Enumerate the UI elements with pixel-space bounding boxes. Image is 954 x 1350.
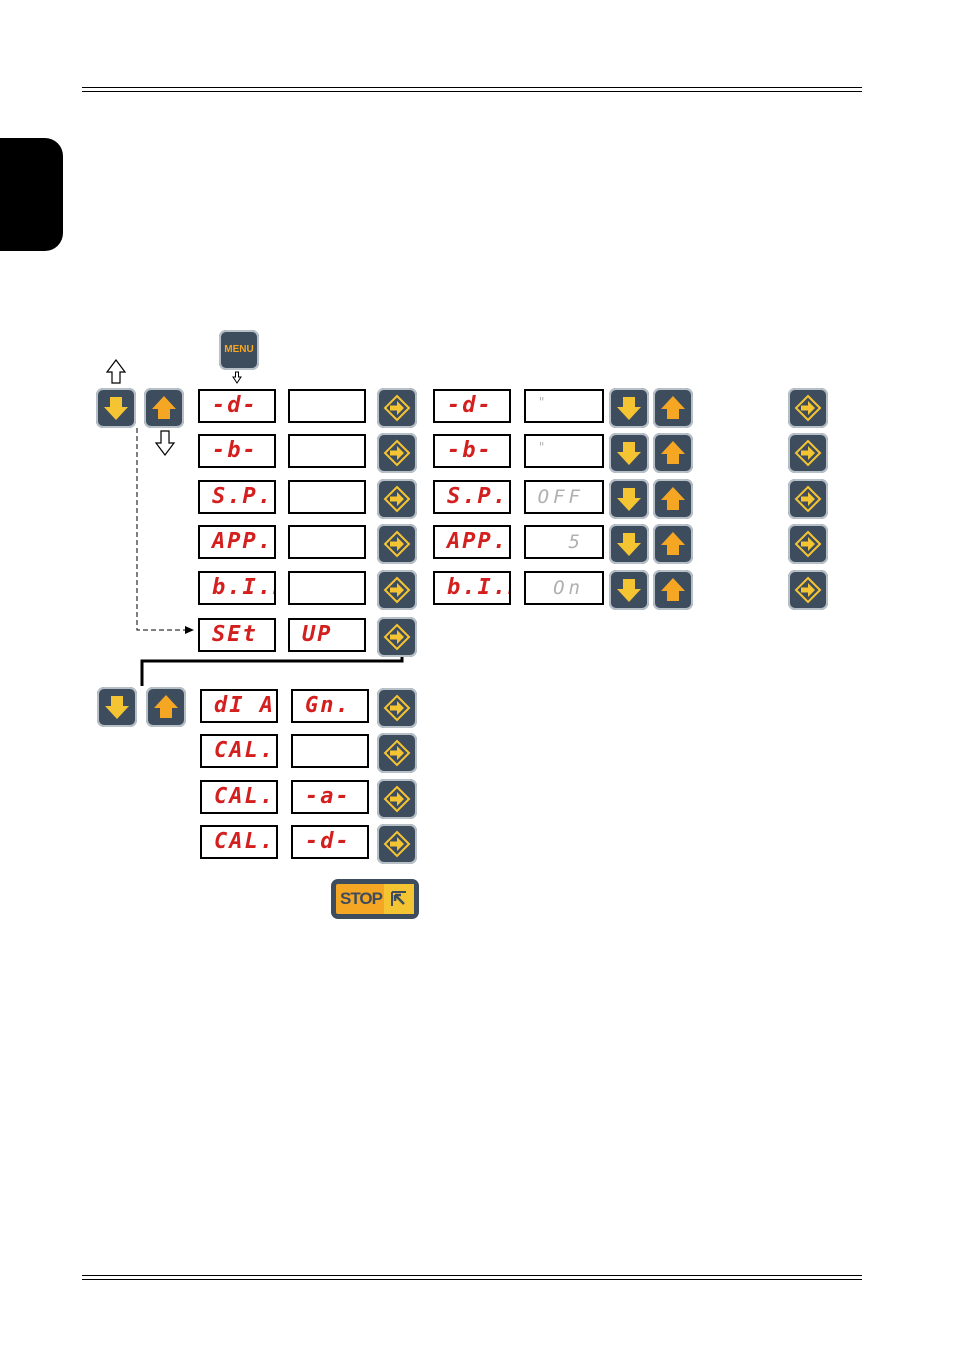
setup-code-cal-1: CAL. bbox=[200, 734, 278, 768]
enter-button-menu-d[interactable] bbox=[377, 388, 417, 428]
setting-value-b: " bbox=[524, 434, 604, 468]
down-arrow-icon bbox=[617, 488, 641, 511]
setup-enter-button-dia[interactable] bbox=[377, 688, 417, 728]
setup-code-cal-3: CAL. bbox=[200, 825, 278, 859]
chapter-tab bbox=[0, 138, 63, 251]
setting-app-down-button[interactable] bbox=[609, 524, 649, 564]
up-arrow-icon bbox=[661, 578, 685, 601]
exit-icon bbox=[384, 884, 414, 914]
setting-bip-up-button[interactable] bbox=[653, 570, 693, 610]
down-arrow-icon bbox=[617, 442, 641, 465]
setting-d-down-button[interactable] bbox=[609, 388, 649, 428]
menu-button[interactable]: MENU bbox=[219, 330, 259, 370]
dashed-path bbox=[137, 428, 186, 630]
setup-connector bbox=[142, 653, 402, 686]
setting-value-bip: On bbox=[524, 571, 604, 605]
setting-d-up-button[interactable] bbox=[653, 388, 693, 428]
enter-button-setup[interactable] bbox=[377, 617, 417, 657]
setup-enter-button-cal-3[interactable] bbox=[377, 824, 417, 864]
hollow-down-arrow-icon bbox=[156, 431, 174, 455]
stop-button-face: STOP bbox=[336, 884, 414, 914]
header-rule-top bbox=[82, 87, 862, 88]
setting-sp-enter-button[interactable] bbox=[788, 479, 828, 519]
up-arrow-icon bbox=[661, 441, 685, 464]
enter-button-menu-sp[interactable] bbox=[377, 479, 417, 519]
setting-value-sp: OFF bbox=[524, 480, 604, 514]
setup-up-button[interactable] bbox=[146, 687, 186, 727]
down-arrow-icon bbox=[617, 397, 641, 420]
setting-code-d: -d- bbox=[433, 389, 511, 423]
setting-code-b: -b- bbox=[433, 434, 511, 468]
menu-down-arrow-icon bbox=[233, 372, 241, 383]
enter-button-menu-bip[interactable] bbox=[377, 570, 417, 610]
setting-code-app: APP. bbox=[433, 525, 511, 559]
down-arrow-icon bbox=[104, 397, 128, 420]
up-arrow-icon bbox=[661, 487, 685, 510]
setting-b-down-button[interactable] bbox=[609, 433, 649, 473]
setup-value-cal-2: -a- bbox=[291, 780, 369, 814]
down-button[interactable] bbox=[96, 388, 136, 428]
down-arrow-icon bbox=[617, 579, 641, 602]
setup-code-cal-2: CAL. bbox=[200, 780, 278, 814]
menu-code-sp: S.P. bbox=[198, 480, 276, 514]
up-button[interactable] bbox=[144, 388, 184, 428]
setup-down-button[interactable] bbox=[97, 687, 137, 727]
setup-enter-button-cal-1[interactable] bbox=[377, 733, 417, 773]
setting-value-d: " bbox=[524, 389, 604, 423]
header-rule-bottom bbox=[82, 91, 862, 92]
setup-value-dia: Gn. bbox=[291, 689, 369, 723]
stop-button[interactable]: STOP bbox=[331, 879, 419, 919]
footer-rule-bottom bbox=[82, 1279, 862, 1280]
menu-value-d bbox=[288, 389, 366, 423]
menu-code-setup: SEt bbox=[198, 618, 276, 652]
dashed-arrowhead-icon bbox=[185, 626, 194, 634]
menu-code-b: -b- bbox=[198, 434, 276, 468]
up-arrow-icon bbox=[154, 695, 178, 718]
setting-value-app: 5 bbox=[524, 525, 604, 559]
up-arrow-icon bbox=[661, 396, 685, 419]
menu-code-d: -d- bbox=[198, 389, 276, 423]
menu-button-label: MENU bbox=[224, 344, 253, 355]
menu-value-bip bbox=[288, 571, 366, 605]
menu-value-setup: UP bbox=[288, 618, 366, 652]
down-arrow-icon bbox=[105, 696, 129, 719]
setting-app-enter-button[interactable] bbox=[788, 524, 828, 564]
menu-value-b bbox=[288, 434, 366, 468]
setting-app-up-button[interactable] bbox=[653, 524, 693, 564]
setting-bip-down-button[interactable] bbox=[609, 570, 649, 610]
up-arrow-icon bbox=[152, 396, 176, 419]
menu-value-sp bbox=[288, 480, 366, 514]
hollow-up-arrow-icon bbox=[107, 360, 125, 383]
footer-rule-top bbox=[82, 1275, 862, 1276]
setup-value-cal-1 bbox=[291, 734, 369, 768]
setting-code-sp: S.P. bbox=[433, 480, 511, 514]
setup-value-cal-3: -d- bbox=[291, 825, 369, 859]
setting-sp-up-button[interactable] bbox=[653, 479, 693, 519]
setting-bip-enter-button[interactable] bbox=[788, 570, 828, 610]
setting-sp-down-button[interactable] bbox=[609, 479, 649, 519]
menu-code-app: APP. bbox=[198, 525, 276, 559]
menu-value-app bbox=[288, 525, 366, 559]
down-arrow-icon bbox=[617, 533, 641, 556]
menu-code-bip: b.I.P. bbox=[198, 571, 276, 605]
stop-button-label: STOP bbox=[338, 884, 384, 914]
setting-code-bip: b.I.P. bbox=[433, 571, 511, 605]
enter-button-menu-app[interactable] bbox=[377, 524, 417, 564]
setup-enter-button-cal-2[interactable] bbox=[377, 779, 417, 819]
setting-b-enter-button[interactable] bbox=[788, 433, 828, 473]
setting-b-up-button[interactable] bbox=[653, 433, 693, 473]
setup-code-dia: dI A bbox=[200, 689, 278, 723]
enter-button-menu-b[interactable] bbox=[377, 433, 417, 473]
setting-d-enter-button[interactable] bbox=[788, 388, 828, 428]
up-arrow-icon bbox=[661, 532, 685, 555]
